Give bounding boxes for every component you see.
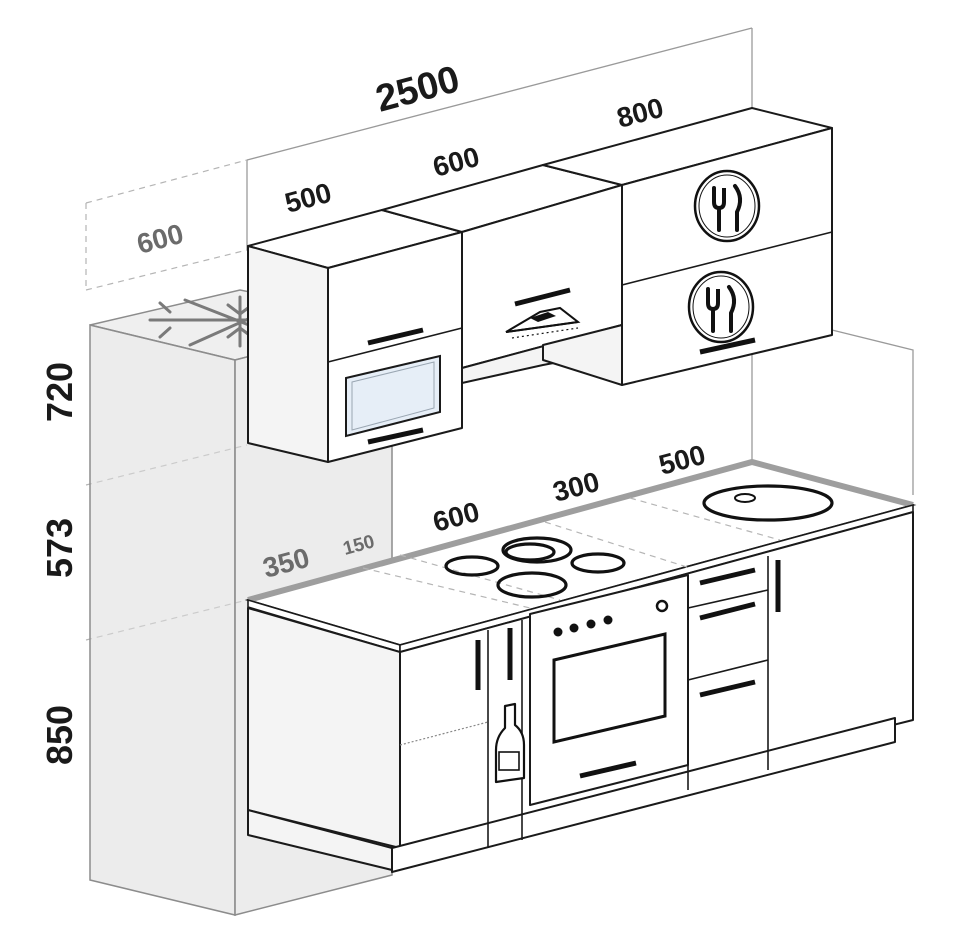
dim-upper-left: 500 [282,177,335,219]
microwave-window [345,354,441,438]
upper-cabinets [247,107,833,463]
dim-height-middle: 573 [39,518,80,578]
dim-total-width: 2500 [371,58,464,120]
hob [444,536,626,599]
dim-upper-middle: 600 [430,141,483,183]
oven-window [552,632,667,744]
countertop [244,458,917,654]
dimension-labels: 2500 500 600 800 600 720 573 850 350 150… [39,58,709,765]
dim-height-upper: 720 [39,362,80,422]
dim-counter-hob: 600 [430,496,483,538]
dim-fridge-depth: 600 [134,218,187,260]
fork-knife-icon [687,270,755,344]
bottle-icon [494,702,526,784]
dim-height-lower: 850 [39,705,80,765]
dim-upper-right: 800 [614,92,667,134]
sink [702,484,834,522]
range-hood-icon [505,306,581,339]
dim-counter-mid: 300 [550,466,603,508]
lower-cabinets [247,511,914,873]
fork-knife-icon [693,169,761,243]
